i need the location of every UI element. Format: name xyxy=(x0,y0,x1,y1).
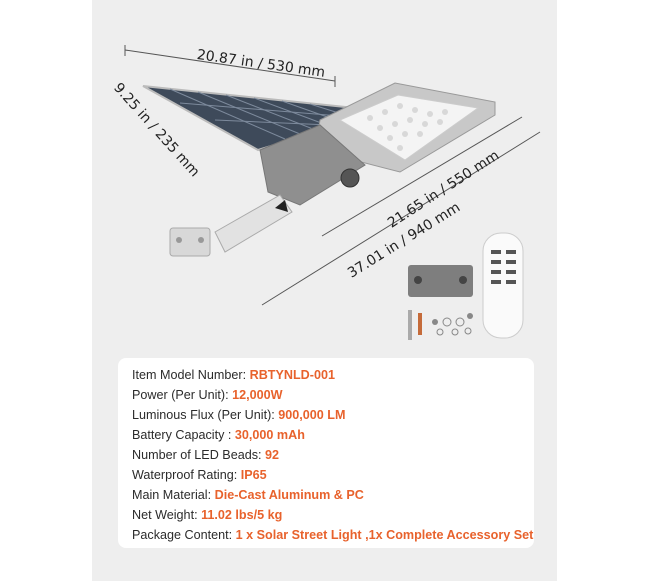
specifications-card: Item Model Number: RBTYNLD-001 Power (Pe… xyxy=(118,358,534,548)
spec-led-beads: Number of LED Beads: 92 xyxy=(132,448,280,462)
spec-power: Power (Per Unit): 12,000W xyxy=(132,388,283,402)
spec-model-number: Item Model Number: RBTYNLD-001 xyxy=(132,368,335,382)
spec-package-content: Package Content: 1 x Solar Street Light … xyxy=(132,528,534,542)
spec-luminous-flux: Luminous Flux (Per Unit): 900,000 LM xyxy=(132,408,346,422)
hardware-set xyxy=(408,310,473,340)
spec-main-material: Main Material: Die-Cast Aluminum & PC xyxy=(132,488,364,502)
remote-control xyxy=(482,232,524,339)
spec-waterproof-rating: Waterproof Rating: IP65 xyxy=(132,468,267,482)
mounting-arm xyxy=(169,194,293,257)
mounting-bracket xyxy=(408,265,473,297)
lamp-head xyxy=(259,82,496,206)
dimension-lines xyxy=(124,45,541,306)
spec-battery-capacity: Battery Capacity : 30,000 mAh xyxy=(132,428,305,442)
spec-net-weight: Net Weight: 11.02 lbs/5 kg xyxy=(132,508,283,522)
